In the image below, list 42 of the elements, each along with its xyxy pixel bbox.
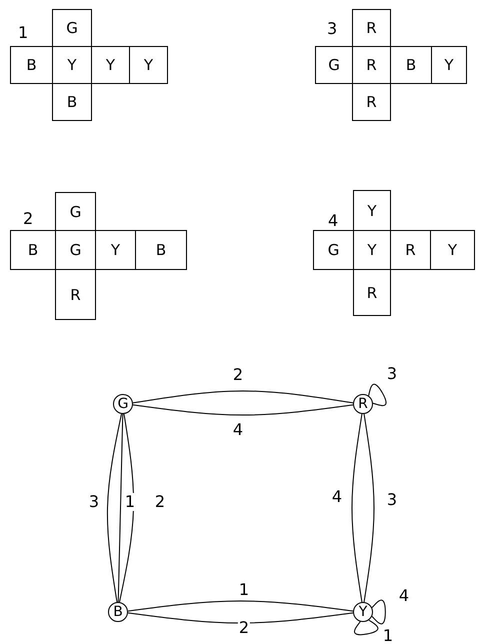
- cube-face: R: [352, 83, 391, 121]
- cube-face: Y: [129, 46, 168, 84]
- cube-face: B: [390, 46, 432, 84]
- cube-face: G: [55, 192, 96, 231]
- loop-edge: [368, 384, 387, 406]
- cube-face: R: [55, 269, 96, 320]
- cube-face: B: [10, 230, 56, 270]
- vertex-circle: B: [108, 602, 128, 622]
- vertex-circle: Y: [353, 602, 373, 622]
- loop-edge: [372, 600, 386, 624]
- vertex-circle: G: [113, 394, 133, 414]
- cube-face: R: [352, 9, 391, 47]
- cube-number: 2: [22, 210, 34, 228]
- cube-face: Y: [91, 46, 130, 84]
- vertex-circle: R: [353, 394, 373, 414]
- edge-line: [106, 413, 122, 603]
- loop-edge: [354, 620, 378, 636]
- cube-face: G: [315, 46, 353, 84]
- cube-face: B: [135, 230, 187, 270]
- cube-face: G: [313, 230, 354, 270]
- cube-face: G: [52, 9, 92, 47]
- cube-face: B: [52, 83, 92, 121]
- cube-number: 1: [17, 24, 30, 42]
- edge-line: [127, 600, 354, 612]
- edge-line: [118, 414, 124, 602]
- edge-line: [132, 404, 354, 416]
- edge-line: [118, 413, 134, 603]
- cube-face: R: [390, 230, 431, 270]
- edge-label: 1: [124, 493, 136, 511]
- edge-line: [132, 390, 354, 404]
- edge-line: [127, 612, 354, 624]
- edge-label: 1: [382, 627, 394, 644]
- cube-number: 3: [326, 20, 338, 38]
- cube-face: Y: [430, 230, 475, 270]
- cube-face: Y: [353, 190, 391, 231]
- cube-number: 4: [327, 212, 340, 230]
- edge-line: [364, 413, 374, 603]
- cube-face: B: [10, 46, 53, 84]
- edge-line: [352, 413, 362, 603]
- cube-face: Y: [95, 230, 136, 270]
- cube-face: R: [353, 269, 391, 316]
- cube-face: Y: [431, 46, 467, 84]
